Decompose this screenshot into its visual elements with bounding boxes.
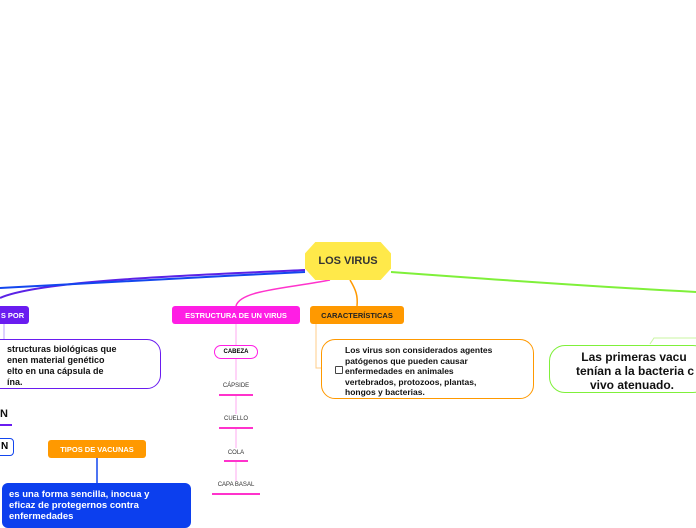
structure-tail-underline <box>224 460 248 462</box>
branch-formed-by[interactable]: S POR <box>0 306 29 324</box>
structure-capsid[interactable]: CÁPSIDE <box>222 383 250 389</box>
characteristics-line-1: Los virus son considerados agentes <box>345 345 493 355</box>
characteristics-line-3: enfermedades en animales <box>345 366 454 376</box>
branch-structure[interactable]: ESTRUCTURA DE UN VIRUS <box>172 306 300 324</box>
branch-vaccine-types[interactable]: TIPOS DE VACUNAS <box>48 440 146 458</box>
central-topic[interactable]: LOS VIRUS <box>305 242 391 280</box>
characteristics-line-2: patógenos que pueden causar <box>345 355 468 366</box>
characteristics-line-5: hongos y bacterias. <box>345 387 425 397</box>
link-to-first-vaccines <box>390 271 696 293</box>
structure-neck-underline <box>219 427 253 429</box>
left-fragment-2-box[interactable]: N <box>0 438 14 456</box>
left-fragment-1[interactable]: N <box>0 408 8 420</box>
vaccine-definition-line-1: es una forma sencilla, inocua y <box>9 489 150 500</box>
first-vaccines-box[interactable]: Las primeras vacu tenían a la bacteria c… <box>549 345 696 393</box>
structure-base-underline <box>212 493 260 495</box>
characteristics-box[interactable]: Los virus son considerados agentes patóg… <box>321 339 534 399</box>
vaccine-definition-box[interactable]: es una forma sencilla, inocua y eficaz d… <box>2 483 191 528</box>
vaccine-definition-line-2: eficaz de protegernos contra <box>9 500 139 511</box>
vaccine-definition-line-3: enfermedades <box>9 511 74 522</box>
link-first-vaccines-box <box>649 337 696 345</box>
characteristics-line-4: vertebrados, protozoos, plantas, <box>345 376 477 387</box>
formed-by-line-2: enen material genético <box>7 355 105 365</box>
structure-capsid-underline <box>219 394 253 396</box>
structure-base[interactable]: CAPA BASAL <box>217 482 255 488</box>
first-vaccines-line-1: Las primeras vacu <box>581 350 687 364</box>
structure-head[interactable]: CABEZA <box>214 345 258 359</box>
link-to-formed-by <box>0 269 306 299</box>
formed-by-line-1: structuras biológicas que <box>7 344 117 354</box>
structure-tail[interactable]: COLA <box>227 450 245 456</box>
link-characteristics-box <box>315 324 322 369</box>
note-icon <box>335 366 343 374</box>
structure-neck[interactable]: CUELLO <box>223 416 248 422</box>
first-vaccines-line-2: tenían a la bacteria c <box>575 364 695 378</box>
branch-characteristics[interactable]: CARACTERÍSTICAS <box>310 306 404 324</box>
link-to-left-blue <box>0 271 306 289</box>
formed-by-box[interactable]: structuras biológicas que enen material … <box>0 339 161 389</box>
first-vaccines-line-3: vivo atenuado. <box>589 378 675 392</box>
formed-by-line-3: elto en una cápsula de <box>7 366 104 376</box>
link-to-structure <box>235 279 331 307</box>
left-fragment-2: N <box>1 441 9 452</box>
link-to-characteristics <box>349 279 358 307</box>
formed-by-line-4: ína. <box>7 377 23 387</box>
left-fragment-1-underline <box>0 424 12 426</box>
